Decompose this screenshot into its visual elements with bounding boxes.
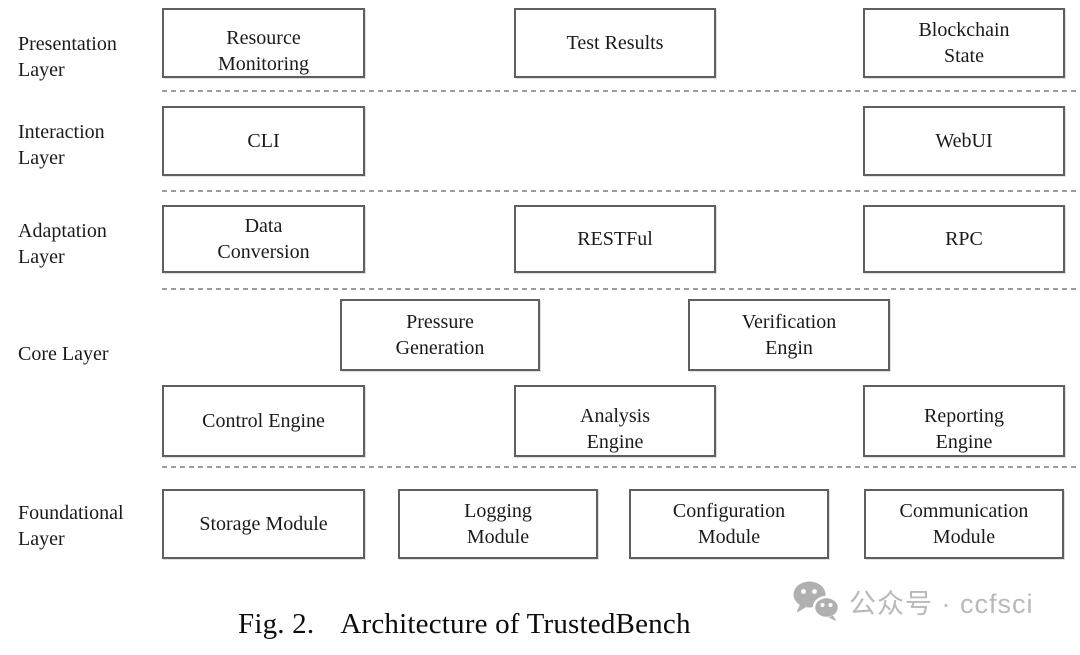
box-label: Logging Module (464, 500, 532, 548)
box-restful: RESTFul (514, 205, 716, 273)
watermark: 公众号 · ccfsci (792, 580, 1034, 622)
box-label: Reporting Engine (924, 405, 1004, 453)
box-configuration-module: Configuration Module (629, 489, 829, 559)
box-label: Configuration Module (672, 500, 786, 548)
box-label: Pressure Generation (395, 311, 485, 359)
figure-caption-title: Architecture of TrustedBench (340, 608, 691, 640)
layer-label-presentation: Presentation Layer (18, 33, 117, 81)
box-label: Storage Module (199, 513, 328, 535)
box-label: Blockchain State (918, 19, 1010, 67)
layer-label-foundational: Foundational Layer (18, 502, 124, 550)
box-storage-module: Storage Module (162, 489, 365, 559)
box-verification-engin: Verification Engin (688, 299, 890, 371)
layer-label-interaction: Interaction Layer (18, 121, 105, 169)
box-label: RESTFul (577, 228, 653, 250)
box-control-engine: Control Engine (162, 385, 365, 457)
box-webui: WebUI (863, 106, 1065, 176)
figure-caption: Fig. 2. Architecture of TrustedBench (238, 608, 691, 641)
box-label: Test Results (566, 32, 664, 54)
box-label: Verification Engin (741, 311, 837, 359)
box-label: Analysis Engine (580, 405, 650, 453)
box-communication-module: Communication Module (864, 489, 1064, 559)
figure-caption-number: Fig. 2. (238, 608, 315, 640)
box-pressure-generation: Pressure Generation (340, 299, 540, 371)
box-analysis-engine: Analysis Engine (514, 385, 716, 457)
layer-divider (162, 190, 1078, 192)
box-label: Data Conversion (217, 215, 310, 263)
box-data-conversion: Data Conversion (162, 205, 365, 273)
box-label: Control Engine (202, 410, 325, 432)
wechat-icon (792, 580, 840, 622)
box-logging-module: Logging Module (398, 489, 598, 559)
box-label: Communication Module (899, 500, 1029, 548)
box-rpc: RPC (863, 205, 1065, 273)
box-reporting-engine: Reporting Engine (863, 385, 1065, 457)
layer-divider (162, 288, 1078, 290)
watermark-text: 公众号 · ccfsci (849, 588, 1034, 619)
box-label: Resource Monitoring (217, 27, 310, 75)
layer-divider (162, 466, 1078, 468)
box-label: RPC (945, 228, 983, 250)
layer-label-adaptation: Adaptation Layer (18, 220, 107, 268)
box-label: CLI (247, 130, 280, 152)
box-blockchain-state: Blockchain State (863, 8, 1065, 78)
layer-label-core: Core Layer (18, 343, 109, 365)
box-test-results: Test Results (514, 8, 716, 78)
layer-divider (162, 90, 1078, 92)
box-cli: CLI (162, 106, 365, 176)
box-label: WebUI (935, 130, 993, 152)
box-resource-monitoring: Resource Monitoring (162, 8, 365, 78)
